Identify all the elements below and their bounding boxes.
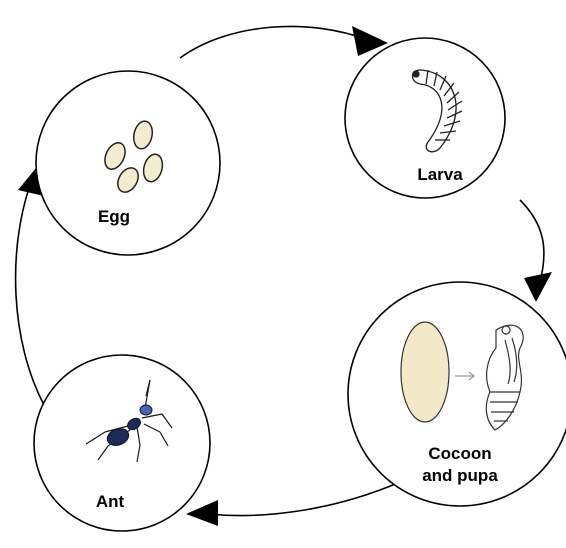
arrow-cocoon-to-ant: [208, 482, 400, 516]
egg-stage-circle: [36, 71, 220, 255]
egg-label: Egg: [98, 207, 130, 226]
cocoon-label-line2: and pupa: [422, 466, 498, 485]
arrowhead-to-ant: [186, 500, 218, 526]
ant-label: Ant: [96, 492, 125, 511]
larva-label: Larva: [417, 165, 463, 184]
arrow-egg-to-larva: [180, 26, 368, 58]
cocoon-label-line1: Cocoon: [428, 444, 491, 463]
arrowhead-to-cocoon: [524, 272, 552, 302]
arrow-larva-to-cocoon: [520, 200, 544, 282]
arrow-ant-to-egg: [16, 185, 44, 405]
cocoon-illustration: [401, 322, 449, 422]
